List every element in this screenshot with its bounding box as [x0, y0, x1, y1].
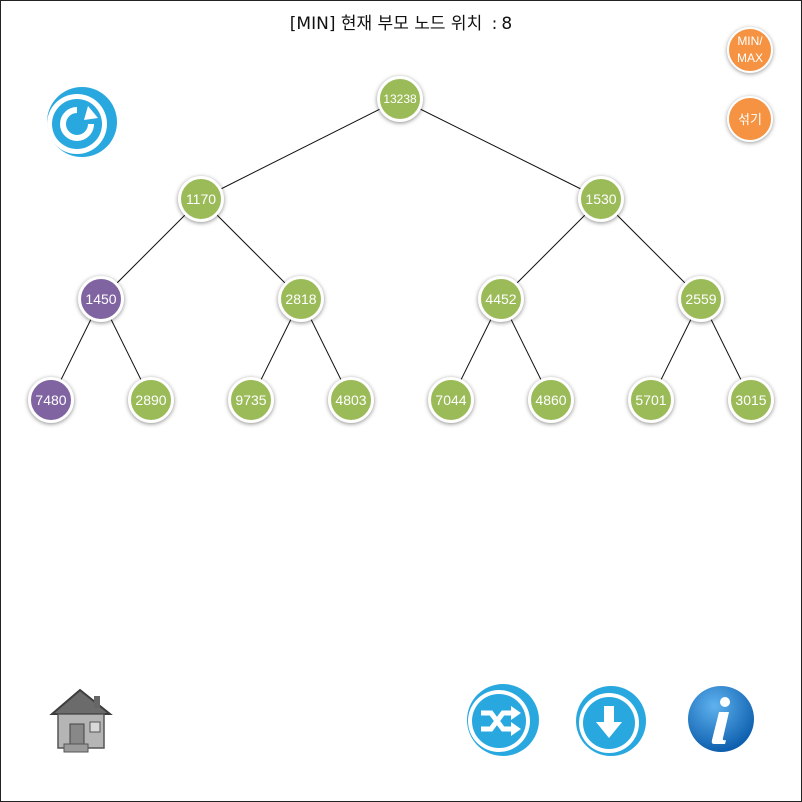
refresh-button[interactable]: [44, 84, 120, 164]
status-title: [MIN] 현재 부모 노드 위치 :8: [0, 9, 802, 34]
next-step-button[interactable]: [574, 684, 648, 762]
separator: :: [491, 14, 498, 34]
parent-position-value: 8: [501, 14, 513, 34]
tree-node[interactable]: 7480: [28, 377, 74, 423]
shuffle-text-button[interactable]: 섞기: [727, 96, 773, 142]
shuffle-icon: [467, 684, 539, 756]
tree-node[interactable]: 4803: [328, 377, 374, 423]
home-icon: [49, 688, 113, 753]
tree-node[interactable]: 7044: [428, 377, 474, 423]
tree-edge: [200, 98, 401, 200]
tree-node[interactable]: 13238: [377, 76, 423, 122]
tree-node[interactable]: 1450: [78, 276, 124, 322]
tree-node[interactable]: 4452: [478, 276, 524, 322]
arrow-down-icon: [576, 686, 646, 756]
tree-node[interactable]: 3015: [728, 377, 774, 423]
tree-node[interactable]: 2890: [128, 377, 174, 423]
parent-position-label: 현재 부모 노드 위치: [340, 14, 483, 34]
tree-node[interactable]: 1170: [178, 176, 224, 222]
refresh-icon: [47, 87, 117, 157]
tree-node[interactable]: 5701: [628, 377, 674, 423]
tree-node[interactable]: 2559: [678, 276, 724, 322]
tree-node[interactable]: 9735: [228, 377, 274, 423]
mode-label: [MIN]: [289, 14, 336, 34]
shuffle-button[interactable]: [465, 682, 541, 762]
info-icon: [688, 686, 754, 752]
minmax-label-2: MAX: [736, 51, 763, 65]
min-max-button[interactable]: MIN/MAX: [727, 27, 773, 73]
tree-node[interactable]: 1530: [578, 176, 624, 222]
info-button[interactable]: [686, 684, 756, 758]
tree-edge: [399, 98, 602, 200]
home-button[interactable]: [44, 684, 116, 760]
shuffle-label: 섞기: [738, 111, 762, 127]
tree-node[interactable]: 2818: [278, 276, 324, 322]
tree-node[interactable]: 4860: [528, 377, 574, 423]
minmax-label-1: MIN/: [737, 34, 763, 48]
